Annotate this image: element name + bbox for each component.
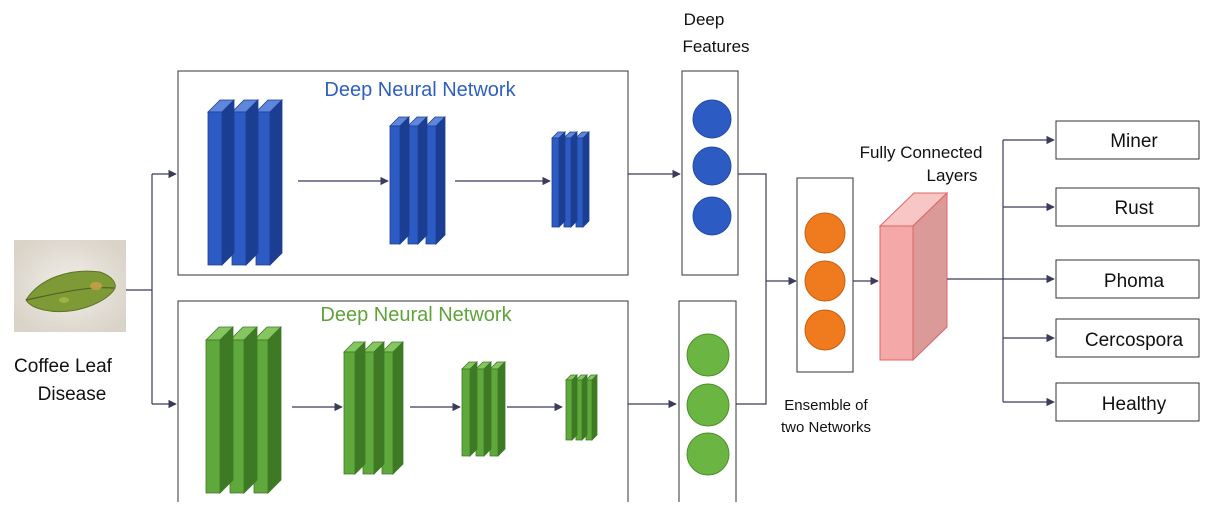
feature-map-slab <box>229 326 258 494</box>
bottom-stack-2 <box>343 341 404 475</box>
output-class-healthy: Healthy <box>1055 382 1200 422</box>
top-feature-node-3 <box>692 196 732 236</box>
feature-map-slab <box>575 131 590 228</box>
feature-map-slab <box>205 326 234 494</box>
feature-map-slab <box>231 99 259 266</box>
output-label: Rust <box>1114 198 1154 219</box>
top-network-title: Deep Neural Network <box>324 79 516 101</box>
output-class-phoma: Phoma <box>1055 259 1200 299</box>
input-label-line2: Disease <box>38 384 107 405</box>
feature-map-slab <box>362 341 385 475</box>
deep-features-label-line1: Deep <box>684 10 725 29</box>
fc-to-output-connectors <box>947 135 1055 407</box>
output-label: Miner <box>1110 131 1158 152</box>
top-feature-node-2 <box>692 146 732 186</box>
output-label: Healthy <box>1102 394 1167 415</box>
ensemble-node-3 <box>804 309 846 351</box>
feature-map-slab <box>207 99 235 266</box>
feature-map-slab <box>461 361 478 457</box>
fc-label-line2: Layers <box>926 166 977 185</box>
input-connectors <box>126 169 177 409</box>
bottom-network-title: Deep Neural Network <box>320 304 512 326</box>
ensemble-node-2 <box>804 260 846 302</box>
deep-features-label-line2: Features <box>682 37 749 56</box>
feature-map-slab <box>407 116 428 245</box>
top-stack-2 <box>389 116 446 245</box>
feature-map-slab <box>489 361 506 457</box>
bottom-feature-node-1 <box>686 333 730 377</box>
input-label-line1: Coffee Leaf <box>14 356 113 377</box>
output-class-miner: Miner <box>1055 120 1200 160</box>
feature-map-slab <box>389 116 410 245</box>
feature-map-slab <box>475 361 492 457</box>
output-label: Phoma <box>1104 271 1165 292</box>
feature-map-slab <box>255 99 283 266</box>
feature-to-ensemble-connectors <box>736 173 797 405</box>
top-feature-node-1 <box>692 99 732 139</box>
top-stack-3 <box>551 131 590 228</box>
output-label: Cercospora <box>1085 330 1184 351</box>
fc-label-line1: Fully Connected <box>860 143 983 162</box>
bottom-stack-1 <box>205 326 282 494</box>
feature-map-slab <box>253 326 282 494</box>
cnn-layer-stacks <box>205 99 598 494</box>
bottom-feature-node-3 <box>686 432 730 476</box>
fully-connected-layer <box>878 191 949 362</box>
output-class-rust: Rust <box>1055 187 1200 227</box>
feature-map-slab <box>565 374 578 441</box>
ensemble-node-1 <box>804 212 846 254</box>
feature-map-slab <box>563 131 578 228</box>
bottom-stack-4 <box>565 374 598 441</box>
feature-map-slab <box>425 116 446 245</box>
output-class-cercospora: Cercospora <box>1055 318 1200 358</box>
ensemble-label-line1: Ensemble of <box>784 397 868 414</box>
input-leaf-image <box>14 240 126 332</box>
feature-map-slab <box>585 374 598 441</box>
network-to-feature-arrows <box>628 169 681 409</box>
ensemble-label-line2: two Networks <box>781 419 871 436</box>
feature-map-slab <box>575 374 588 441</box>
feature-map-slab <box>343 341 366 475</box>
bottom-feature-node-2 <box>686 383 730 427</box>
top-stack-1 <box>207 99 283 266</box>
feature-map-slab <box>381 341 404 475</box>
feature-map-slab <box>551 131 566 228</box>
bottom-stack-3 <box>461 361 506 457</box>
